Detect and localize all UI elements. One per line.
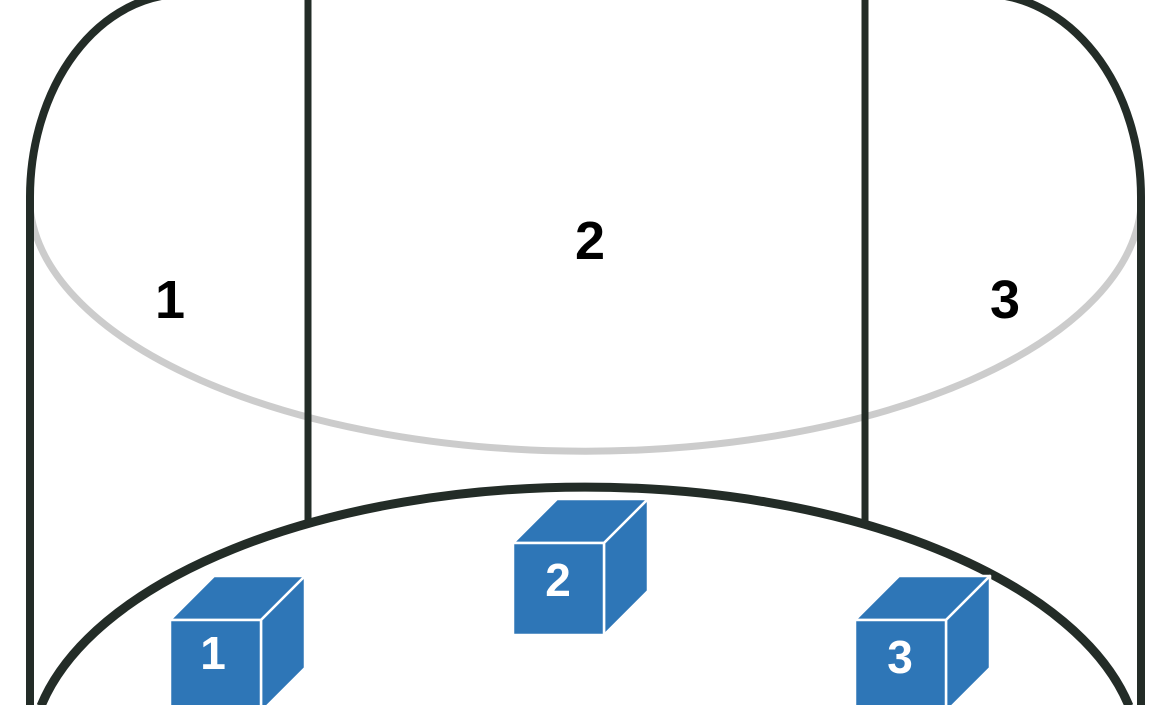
cylinder-right-wall xyxy=(1004,0,1145,705)
bottom-rim-arc xyxy=(36,482,1134,705)
cube-3: 3 xyxy=(853,574,992,705)
top-rim-front-arc xyxy=(26,206,1145,455)
section-label-3: 3 xyxy=(990,270,1020,330)
cube-1: 1 xyxy=(168,574,307,705)
cube-1-label: 1 xyxy=(200,627,226,679)
cylinder-left-wall xyxy=(26,0,163,705)
cube-2-label: 2 xyxy=(545,554,571,606)
section-label-2: 2 xyxy=(575,211,605,271)
cube-2-front-face xyxy=(511,541,606,637)
cube-3-label: 3 xyxy=(887,631,913,683)
cube-1-front-face xyxy=(168,618,263,705)
cube-2: 2 xyxy=(511,497,650,637)
section-label-1: 1 xyxy=(155,270,185,330)
cube-3-front-face xyxy=(853,618,948,705)
